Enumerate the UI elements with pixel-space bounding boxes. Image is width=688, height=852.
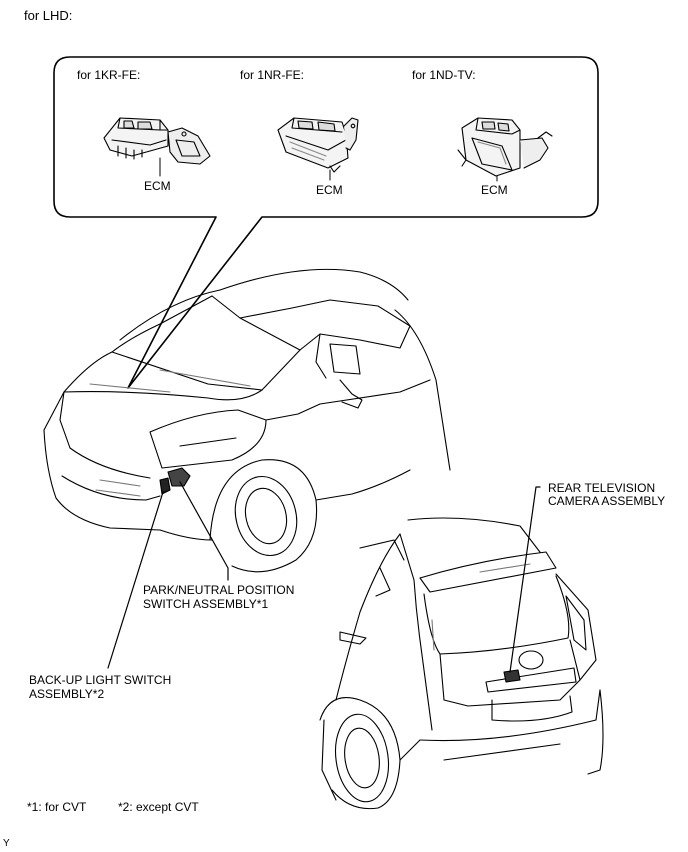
variant-label-1nr-fe: for 1NR-FE: bbox=[240, 68, 305, 82]
ecm-1kr-fe-illustration bbox=[103, 117, 211, 165]
park-neutral-leader bbox=[179, 481, 229, 581]
variant-label-1nd-tv: for 1ND-TV: bbox=[412, 68, 476, 82]
park-neutral-label-line2: SWITCH ASSEMBLY*1 bbox=[143, 597, 269, 611]
variant-label-1kr-fe: for 1KR-FE: bbox=[77, 68, 141, 82]
backup-light-leader bbox=[107, 491, 164, 669]
park-neutral-label-line1: PARK/NEUTRAL POSITION bbox=[143, 583, 295, 597]
rear-car-illustration bbox=[319, 517, 604, 810]
ecm-1nd-tv-illustration bbox=[457, 117, 553, 177]
rear-camera-label-line1: REAR TELEVISION bbox=[548, 481, 656, 495]
footnote-except-cvt: *2: except CVT bbox=[118, 800, 199, 814]
backup-light-label-line1: BACK-UP LIGHT SWITCH bbox=[29, 673, 172, 687]
ecm-label-1kr-fe: ECM bbox=[144, 179, 171, 193]
ecm-label-1nr-fe: ECM bbox=[316, 183, 343, 197]
footnote-cvt: *1: for CVT bbox=[27, 800, 87, 814]
callout-box bbox=[53, 56, 599, 389]
corner-mark: Y bbox=[3, 838, 10, 849]
ecm-1nr-fe-illustration bbox=[277, 117, 359, 173]
backup-light-label-line2: ASSEMBLY*2 bbox=[29, 687, 105, 701]
rear-camera-label-line2: CAMERA ASSEMBLY bbox=[548, 494, 666, 508]
page-title: for LHD: bbox=[24, 8, 73, 23]
rear-camera-leader bbox=[509, 486, 541, 673]
front-car-illustration bbox=[43, 268, 451, 573]
ecm-label-1nd-tv: ECM bbox=[481, 183, 508, 197]
